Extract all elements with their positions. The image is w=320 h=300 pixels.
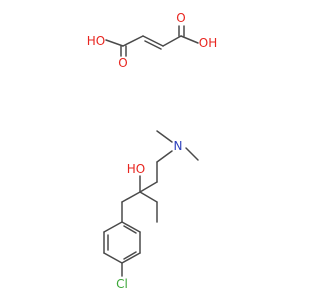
fumaric-acid: HO O OH O (87, 11, 217, 70)
bond-quaternary-ethyl (139, 191, 158, 203)
bond-c1-oh-left (105, 39, 124, 47)
bond-ch2-quaternary (139, 181, 158, 193)
bond-c1-c2 (122, 35, 144, 47)
ring-inner-double-2 (123, 251, 137, 260)
hydroxyl-label: HO (127, 162, 145, 176)
bond-n-methyl-left (156, 130, 173, 143)
fumaric-right-oh-label: OH (199, 36, 217, 50)
ring-bond-3 (103, 252, 123, 264)
ring-bond-4 (121, 252, 141, 264)
bond-quaternary-benzyl (121, 191, 141, 203)
bond-c2-c3 (142, 35, 164, 47)
fumaric-right-carbonyl-o-label: O (176, 11, 185, 25)
ring-inner-double-3 (123, 225, 137, 234)
chemical-structure-diagram: HO O OH O N HO Cl (87, 11, 217, 291)
amino-alcohol-molecule: N HO Cl (103, 130, 199, 291)
ring-bond-1 (103, 221, 123, 233)
bond-c2-c3-double (144, 40, 162, 50)
bond-n-ch2 (156, 150, 173, 163)
amine-nitrogen-label: N (174, 139, 183, 153)
bond-c3-c4 (162, 35, 182, 47)
chlorine-label: Cl (116, 277, 128, 291)
fumaric-left-carbonyl-o-label: O (118, 56, 127, 70)
fumaric-left-oh-label: HO (87, 34, 105, 48)
ring-bond-6 (121, 221, 141, 233)
bond-n-methyl-right (185, 147, 199, 161)
bond-c4-oh-right (180, 35, 199, 44)
